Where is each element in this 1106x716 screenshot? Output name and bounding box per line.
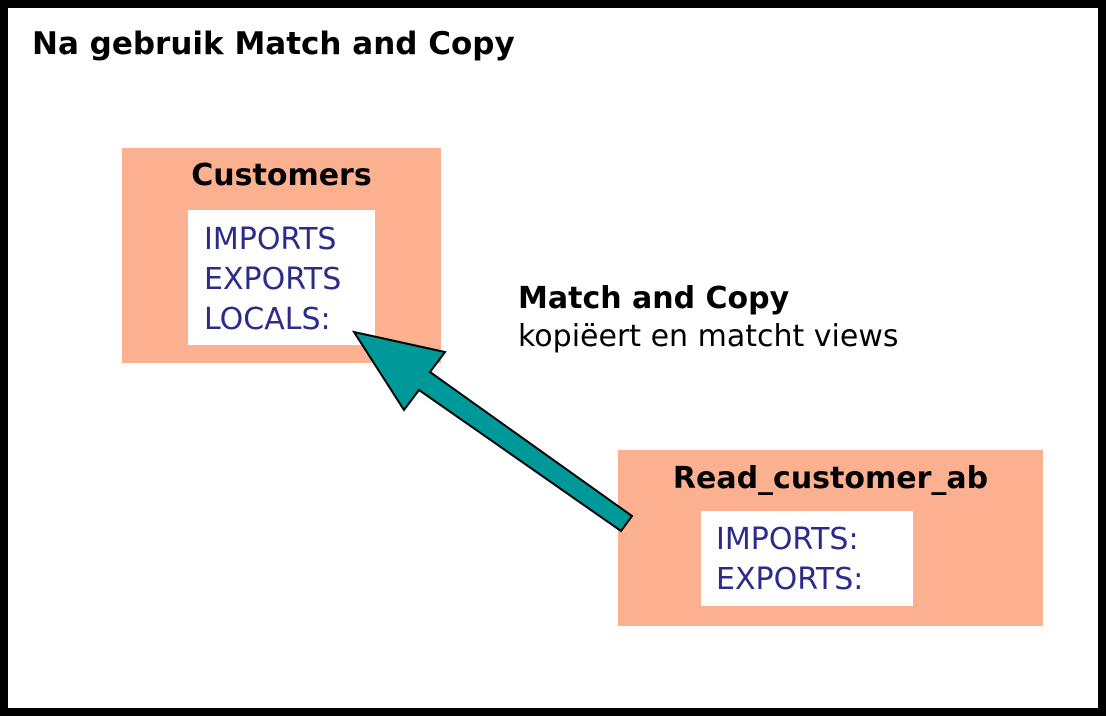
customers-views-box: IMPORTS EXPORTS LOCALS: [188,210,375,345]
read-customer-view-imports: IMPORTS: [716,522,859,557]
customers-view-locals: LOCALS: [204,302,331,337]
match-and-copy-note: Match and Copy kopiëert en matcht views [518,280,898,356]
read-customer-view-exports: EXPORTS: [716,562,864,597]
note-text: kopiëert en matcht views [518,319,899,354]
customers-module-title: Customers [191,158,372,193]
customers-view-imports: IMPORTS [204,222,337,257]
note-title: Match and Copy [518,281,790,316]
page-title: Na gebruik Match and Copy [32,26,515,62]
read-customer-module-title: Read_customer_ab [672,461,989,496]
read-customer-views-box: IMPORTS: EXPORTS: [701,511,913,606]
customers-view-exports: EXPORTS [204,262,342,297]
